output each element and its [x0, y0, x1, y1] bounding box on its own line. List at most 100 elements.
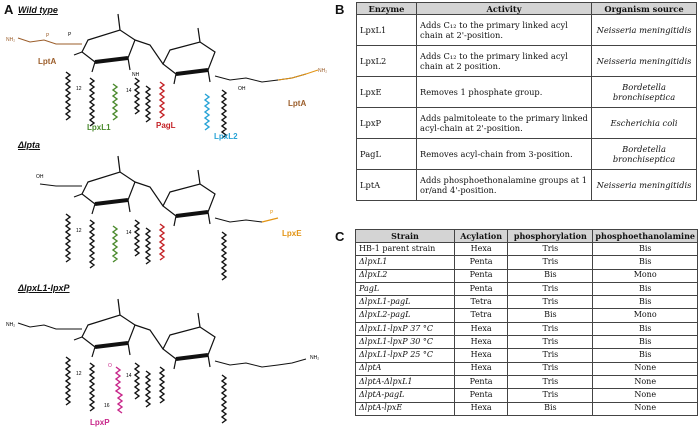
chain-lpxl1-dlpta — [112, 225, 118, 263]
acylation-cell: Hexa — [453, 241, 509, 257]
chain-lpxl1 — [112, 83, 118, 121]
atom-nh2-lpxp-left: NH₂ — [6, 322, 15, 328]
acylation-cell: Hexa — [453, 401, 509, 416]
phosphoethanolamine-cell: Bis — [592, 241, 698, 257]
subpanel-title-dlpxl1-lpxp: ΔlpxL1-lpxP — [18, 283, 70, 293]
enzyme-cell: LptA — [356, 169, 417, 201]
strain-cell: HB-1 parent strain — [355, 241, 455, 257]
phosphoethanolamine-cell: None — [592, 388, 698, 403]
organism-cell: Escherichia coli — [591, 107, 697, 139]
phosphorylation-cell: Tris — [507, 374, 594, 390]
organism-cell: Neisseria meningitidis — [591, 169, 697, 201]
panel-letter-c: C — [335, 229, 345, 244]
strain-cell: ΔlpxL1-lpxP 30 °C — [355, 335, 455, 350]
atom-nh: NH — [132, 72, 140, 78]
atom-c14: 14 — [126, 88, 132, 94]
atom-c12: 12 — [76, 86, 82, 92]
phosphorylation-cell: Tris — [507, 241, 594, 257]
phosphoethanolamine-cell: Mono — [592, 268, 698, 283]
atom-nh2-lpxp-right: NH₂ — [310, 355, 319, 361]
atom-c16: 16 — [104, 403, 110, 409]
strain-cell: PagL — [355, 281, 455, 297]
chain-lpxp — [114, 366, 124, 414]
phosphoethanolamine-cell: None — [592, 374, 698, 390]
header-strain: Strain — [355, 229, 455, 243]
phosphorylation-cell: Tris — [507, 295, 594, 310]
header-activity: Activity — [416, 2, 592, 15]
enzyme-cell: LpxP — [356, 107, 417, 139]
acylation-cell: Penta — [453, 255, 509, 270]
acylation-cell: Penta — [453, 281, 509, 297]
phosphoethanolamine-cell: Bis — [592, 295, 698, 310]
atom-c14-dlpta: 14 — [126, 230, 132, 236]
phosphoethanolamine-cell: Bis — [592, 335, 698, 350]
strain-cell: ΔlptA — [355, 361, 455, 376]
atom-p-lpxe: P — [270, 210, 274, 216]
atom-p-left-2: P — [68, 32, 72, 38]
enzyme-cell: LpxE — [356, 76, 417, 108]
acylation-cell: Penta — [453, 388, 509, 403]
atom-nh2-left: NH₂ — [6, 37, 15, 43]
activity-cell: Removes 1 phosphate group. — [416, 76, 592, 108]
phosphoethanolamine-cell: Bis — [592, 281, 698, 297]
phosphoethanolamine-cell: Bis — [592, 348, 698, 363]
atom-oh-right: OH — [238, 86, 246, 92]
activity-cell: Removes acyl-chain from 3-position. — [416, 138, 592, 170]
strain-cell: ΔlptA-pagL — [355, 388, 455, 403]
label-lpxl2: LpxL2 — [214, 132, 238, 141]
subpanel-title-wild-type: Wild type — [18, 5, 58, 15]
atom-nh2-right: NH₂ — [318, 68, 327, 74]
phosphorylation-cell: Tris — [507, 281, 594, 297]
structure-dlpta: OH P LpxE 12 14 — [36, 156, 302, 280]
phosphoethanolamine-cell: Mono — [592, 308, 698, 323]
strain-cell: ΔlpxL2-pagL — [355, 308, 455, 323]
acylation-cell: Hexa — [453, 361, 509, 376]
activity-cell: Adds phosphoethonalamine groups at 1 or/… — [416, 169, 592, 201]
phosphorylation-cell: Tris — [507, 348, 594, 363]
acylation-cell: Penta — [453, 268, 509, 283]
atom-c14-lpxp: 14 — [126, 373, 132, 379]
strain-cell: ΔlptA-ΔlpxL1 — [355, 374, 455, 390]
enzyme-cell: LpxL2 — [356, 45, 417, 77]
strain-cell: ΔlpxL2 — [355, 268, 455, 283]
chain-pagl-dlpta — [159, 223, 165, 261]
panel-letter-a: A — [4, 2, 14, 17]
header-acylation: Acylation — [453, 229, 509, 243]
atom-c12-dlpta: 12 — [76, 228, 82, 234]
label-lpxe: LpxE — [282, 229, 302, 238]
phosphoethanolamine-cell: None — [592, 401, 698, 416]
acylation-cell: Hexa — [453, 348, 509, 363]
atom-oh-dlpta: OH — [36, 174, 44, 180]
strain-cell: ΔlpxL1 — [355, 255, 455, 270]
label-lpta-left: LptA — [38, 57, 56, 66]
atom-o-lpxp: O — [108, 363, 112, 369]
label-lpxp: LpxP — [90, 418, 110, 427]
phosphorylation-cell: Tris — [507, 335, 594, 350]
phosphorylation-cell: Bis — [507, 268, 594, 283]
structure-wild-type: NH₂ P P LptA NH₂ OH LptA LpxL1 PagL LpxL… — [6, 14, 327, 141]
panel-letter-b: B — [335, 2, 345, 17]
strain-cell: ΔlpxL1-lpxP 37 °C — [355, 321, 455, 337]
phosphorylation-cell: Tris — [507, 361, 594, 376]
phosphorylation-cell: Tris — [507, 388, 594, 403]
label-pagl: PagL — [156, 121, 176, 130]
organism-cell: Neisseria meningitidis — [591, 45, 697, 77]
